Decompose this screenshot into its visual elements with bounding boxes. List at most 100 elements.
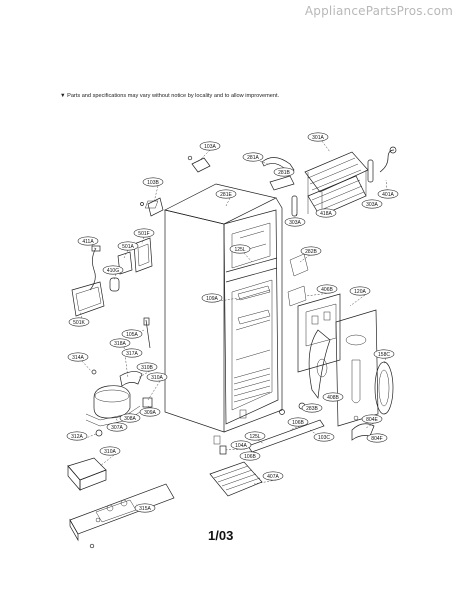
part-label-103a: 103A: [199, 141, 221, 151]
part-label-oval: [119, 413, 141, 423]
part-label-text: 314A: [72, 355, 84, 361]
part-label-oval: [68, 317, 90, 327]
part-label-804f: 804F: [366, 433, 388, 443]
part-label-oval: [242, 152, 264, 162]
part-label-501f: 501F: [133, 228, 155, 238]
part-label-text: 281B: [278, 170, 290, 176]
part-label-oval: [139, 407, 161, 417]
part-label-281e: 281E: [215, 189, 237, 199]
part-label-281b: 281B: [273, 167, 295, 177]
part-label-106b: 106B: [239, 451, 261, 461]
part-label-oval: [121, 348, 143, 358]
left-electrical-parts: [71, 237, 153, 317]
part-label-text: 315A: [139, 506, 151, 512]
part-label-401a: 401A: [377, 189, 399, 199]
part-label-oval: [230, 440, 252, 450]
part-label-text: 106B: [244, 454, 256, 460]
part-label-text: 408B: [327, 395, 339, 401]
part-label-oval: [307, 132, 329, 142]
part-label-oval: [106, 422, 128, 432]
part-label-text: 104A: [235, 443, 247, 449]
part-label-oval: [121, 329, 143, 339]
part-label-text: 318A: [114, 341, 126, 347]
part-label-307a: 307A: [106, 422, 128, 432]
part-label-309a: 309A: [139, 407, 161, 417]
part-label-oval: [109, 338, 131, 348]
part-label-text: 407A: [267, 474, 279, 480]
part-label-oval: [77, 236, 99, 246]
part-label-oval: [133, 228, 155, 238]
part-label-501a: 501A: [117, 241, 139, 251]
part-label-317a: 317A: [121, 348, 143, 358]
part-label-310b: 310B: [136, 362, 158, 372]
part-label-oval: [284, 217, 306, 227]
part-label-318a: 318A: [109, 338, 131, 348]
part-label-text: 106B: [292, 420, 304, 426]
part-label-103b: 103B: [142, 177, 164, 187]
part-label-315a: 315A: [134, 503, 156, 513]
part-label-301a: 301A: [307, 132, 329, 142]
part-label-text: 310B: [141, 365, 153, 371]
part-label-oval: [99, 446, 121, 456]
part-label-text: 120A: [354, 289, 366, 295]
part-label-text: 105A: [126, 332, 138, 338]
part-label-oval: [287, 417, 309, 427]
cabinet: [144, 183, 283, 445]
part-label-oval: [315, 208, 337, 218]
part-label-text: 125L: [234, 247, 245, 253]
part-label-oval: [322, 392, 344, 402]
base-plate: [69, 483, 175, 549]
part-label-text: 410G: [107, 268, 119, 274]
part-label-oval: [117, 241, 139, 251]
part-label-text: 281A: [247, 155, 259, 161]
part-label-312a: 312A: [66, 431, 88, 441]
part-label-text: 301A: [312, 135, 324, 141]
part-label-text: 309A: [144, 410, 156, 416]
part-label-oval: [146, 372, 168, 382]
part-label-158c: 158C: [373, 349, 395, 359]
drain-pan: [209, 445, 263, 497]
part-label-text: 303A: [289, 220, 301, 226]
part-label-text: 109A: [206, 296, 218, 302]
part-label-408b: 408B: [322, 392, 344, 402]
part-label-oval: [201, 293, 223, 303]
compressor-area: [67, 317, 153, 491]
part-label-text: 103C: [318, 435, 330, 441]
part-label-oval: [373, 349, 395, 359]
part-label-text: 283B: [306, 406, 318, 412]
part-label-oval: [316, 284, 338, 294]
part-label-text: 158C: [378, 352, 390, 358]
part-label-106b: 106B: [287, 417, 309, 427]
part-label-410g: 410G: [102, 265, 124, 275]
part-label-303a: 303A: [284, 217, 306, 227]
part-label-418a: 418A: [315, 208, 337, 218]
part-label-text: 303A: [366, 202, 378, 208]
part-label-text: 401A: [382, 192, 394, 198]
part-label-oval: [67, 352, 89, 362]
part-label-text: 103A: [204, 144, 216, 150]
part-label-303a: 303A: [361, 199, 383, 209]
part-label-text: 501K: [73, 320, 85, 326]
part-label-411a: 411A: [77, 236, 99, 246]
part-label-text: 501A: [122, 244, 134, 250]
part-label-text: 501F: [138, 231, 149, 237]
part-label-text: 418A: [320, 211, 332, 217]
part-label-282b: 282B: [300, 246, 322, 256]
part-label-oval: [361, 199, 383, 209]
part-label-104a: 104A: [230, 440, 252, 450]
right-side-parts: [247, 253, 394, 453]
part-label-310a: 310A: [146, 372, 168, 382]
part-label-oval: [199, 141, 221, 151]
page-number: 1/03: [208, 528, 234, 543]
part-label-oval: [349, 286, 371, 296]
part-label-text: 411A: [82, 239, 94, 245]
part-label-105a: 105A: [121, 329, 143, 339]
part-label-text: 310A: [151, 375, 163, 381]
part-label-oval: [229, 244, 251, 254]
part-label-oval: [377, 189, 399, 199]
part-label-text: 804E: [366, 417, 378, 423]
part-label-oval: [361, 414, 383, 424]
part-label-oval: [134, 503, 156, 513]
part-label-283b: 283B: [301, 403, 323, 413]
part-label-oval: [366, 433, 388, 443]
